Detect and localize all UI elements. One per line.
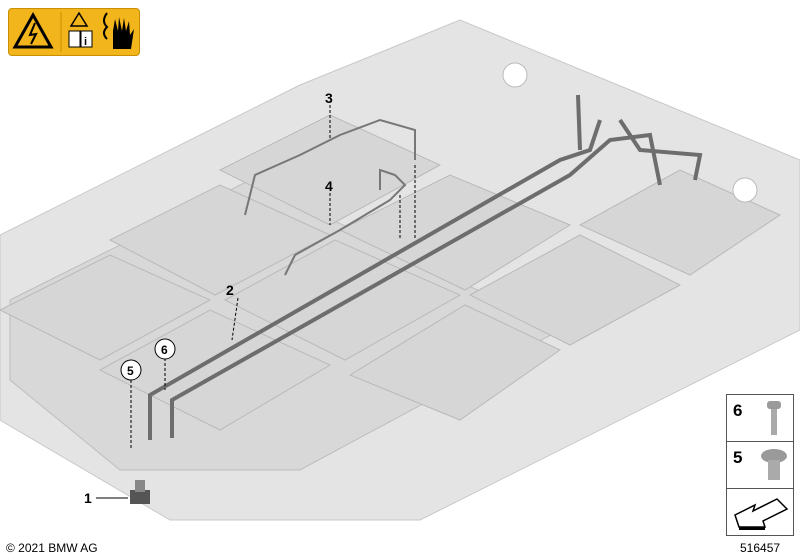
torx-screw-icon [761, 449, 787, 480]
high-voltage-warning-label: i [8, 8, 140, 56]
svg-text:i: i [84, 36, 87, 48]
callout-2[interactable]: 2 [226, 282, 234, 298]
high-voltage-warning-icon [12, 11, 54, 49]
callout-6[interactable]: 6 [161, 343, 168, 357]
legend-item-6[interactable]: 6 [727, 395, 793, 442]
callout-5-circle [120, 359, 142, 381]
line-3 [244, 118, 416, 216]
coolant-lines [148, 94, 703, 440]
flange-bolt-icon [767, 401, 781, 435]
diagram-number: 516457 [740, 541, 781, 555]
parts-legend: 6 5 [726, 394, 794, 536]
warning-icons: i [12, 11, 134, 52]
navigate-arrow-button[interactable] [727, 489, 793, 535]
callout-5[interactable]: 5 [127, 364, 134, 378]
legend-item-5[interactable]: 5 [727, 442, 793, 489]
copyright: © 2021 BMW AG [6, 541, 98, 555]
callout-3[interactable]: 3 [325, 90, 333, 106]
bolt-part-1 [130, 480, 150, 504]
arrow-icon [734, 498, 789, 530]
callout-4[interactable]: 4 [325, 178, 333, 194]
callout-1[interactable]: 1 [84, 490, 92, 506]
read-manual-icon: i [68, 11, 93, 48]
leader-lines [96, 105, 416, 499]
callout-6-circle [154, 338, 176, 360]
electric-shock-hand-icon [103, 12, 134, 49]
line-4 [284, 168, 407, 276]
